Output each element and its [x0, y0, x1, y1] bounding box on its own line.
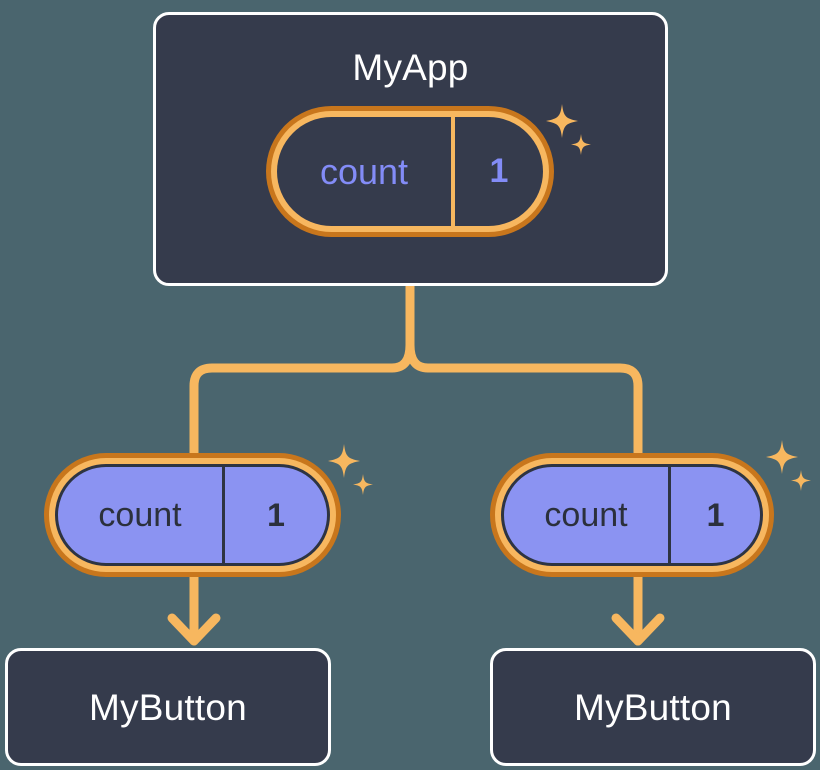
pill-inner-ring: count 1	[49, 458, 336, 572]
root-signal-key: count	[319, 150, 409, 192]
child-left-signal-key: count	[98, 495, 182, 534]
child-left-component-title: MyButton	[89, 686, 247, 728]
root-signal-pill[interactable]: count 1	[266, 106, 554, 237]
root-component-title: MyApp	[352, 47, 469, 88]
pill-body: count 1	[55, 464, 330, 566]
root-signal-value: 1	[451, 117, 543, 226]
child-left-signal-pill[interactable]: count 1	[44, 453, 341, 577]
child-right-signal-value: 1	[668, 467, 760, 563]
connector-arrow-left-head	[167, 613, 221, 646]
connector-branch-right	[405, 340, 643, 460]
pill-body: count 1	[277, 117, 543, 226]
connector-branch-left	[189, 340, 415, 460]
child-right-signal-key: count	[544, 495, 628, 534]
child-right-component-title: MyButton	[574, 686, 732, 728]
pill-body: count 1	[501, 464, 763, 566]
pill-inner-ring: count 1	[271, 111, 549, 232]
connector-arrow-right-head	[611, 613, 665, 646]
child-left-signal-value: 1	[222, 467, 327, 563]
pill-inner-ring: count 1	[495, 458, 769, 572]
child-right-signal-pill[interactable]: count 1	[490, 453, 774, 577]
child-right-component-box[interactable]: MyButton	[490, 648, 816, 766]
child-left-component-box[interactable]: MyButton	[5, 648, 331, 766]
